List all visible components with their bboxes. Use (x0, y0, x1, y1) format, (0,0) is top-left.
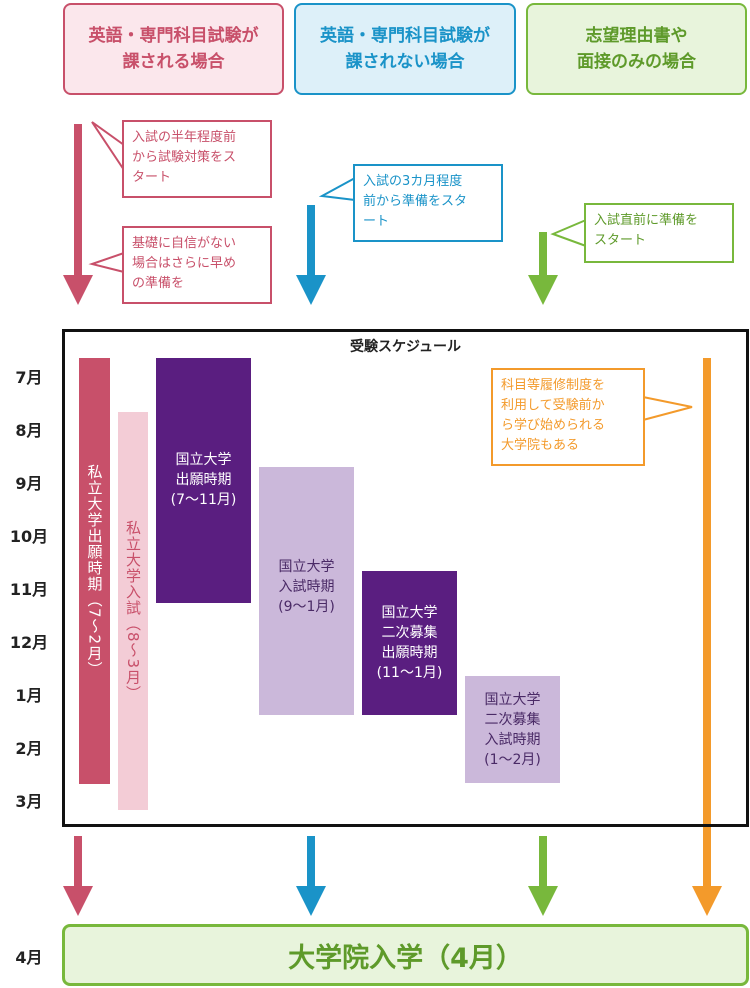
month-label: 7月 (15, 368, 43, 387)
arrow-orange-head (692, 886, 722, 916)
month-label-april: 4月 (15, 948, 43, 967)
note-earlier-prep: 基礎に自信がない 場合はさらに早め の準備を (122, 226, 272, 304)
note-credit-course: 科目等履修制度を 利用して受験前か ら学び始められる 大学院もある (491, 368, 645, 466)
enrollment-label: 大学院入学（4月） (288, 942, 523, 974)
note-just-before-prep: 入試直前に準備を スタート (584, 203, 734, 263)
enrollment-banner: 大学院入学（4月） (62, 924, 749, 986)
bar-private-application: 私立大学出願時期（7〜2月） (79, 358, 110, 784)
arrow-green-top-shaft (539, 232, 547, 278)
header-essay-interview-only: 志望理由書や 面接のみの場合 (526, 3, 747, 95)
arrow-green-top-head (528, 275, 558, 305)
bar-private-exam: 私立大学入試（8〜3月） (118, 412, 148, 810)
arrow-blue-bottom-shaft (307, 836, 315, 890)
callout-tail-3 (318, 177, 356, 201)
callout-tail-2 (88, 252, 125, 273)
month-label: 10月 (9, 527, 49, 546)
arrow-blue-top-head (296, 275, 326, 305)
header-exam-required: 英語・専門科目試験が 課される場合 (63, 3, 284, 95)
bar-national-exam: 国立大学 入試時期 (9〜1月) (259, 467, 354, 715)
arrow-blue-bottom-head (296, 886, 326, 916)
bar-national-secondary-application: 国立大学 二次募集 出願時期 (11〜1月) (362, 571, 457, 715)
arrow-red-bottom-shaft (74, 836, 82, 890)
month-label: 12月 (9, 633, 49, 652)
bar-private-exam-label: 私立大学入試（8〜3月） (124, 520, 142, 702)
callout-tail-4 (550, 219, 587, 247)
bar-private-application-label: 私立大学出願時期（7〜2月） (85, 464, 104, 678)
arrow-green-bottom-shaft (539, 836, 547, 890)
callout-tail-1 (91, 121, 125, 171)
month-label: 1月 (15, 686, 43, 705)
header-exam-not-required: 英語・専門科目試験が 課されない場合 (294, 3, 516, 95)
month-label: 8月 (15, 421, 43, 440)
note-half-year-prep: 入試の半年程度前 から試験対策をス タート (122, 120, 272, 198)
month-label: 3月 (15, 792, 43, 811)
month-label: 11月 (9, 580, 49, 599)
arrow-red-top-shaft (74, 124, 82, 279)
arrow-green-bottom-head (528, 886, 558, 916)
schedule-title: 受験スケジュール (349, 339, 462, 355)
arrow-red-bottom-head (63, 886, 93, 916)
arrow-red-top-head (63, 275, 93, 305)
arrow-orange-shaft (703, 358, 711, 890)
note-three-month-prep: 入試の3カ月程度 前から準備をスタ ート (353, 164, 503, 242)
bar-national-application: 国立大学 出願時期 (7〜11月) (156, 358, 251, 603)
bar-national-secondary-exam: 国立大学 二次募集 入試時期 (1〜2月) (465, 676, 560, 783)
arrow-blue-top-shaft (307, 205, 315, 278)
month-label: 2月 (15, 739, 43, 758)
schedule-frame (62, 329, 749, 827)
callout-tail-5 (642, 396, 693, 421)
month-label: 9月 (15, 474, 43, 493)
